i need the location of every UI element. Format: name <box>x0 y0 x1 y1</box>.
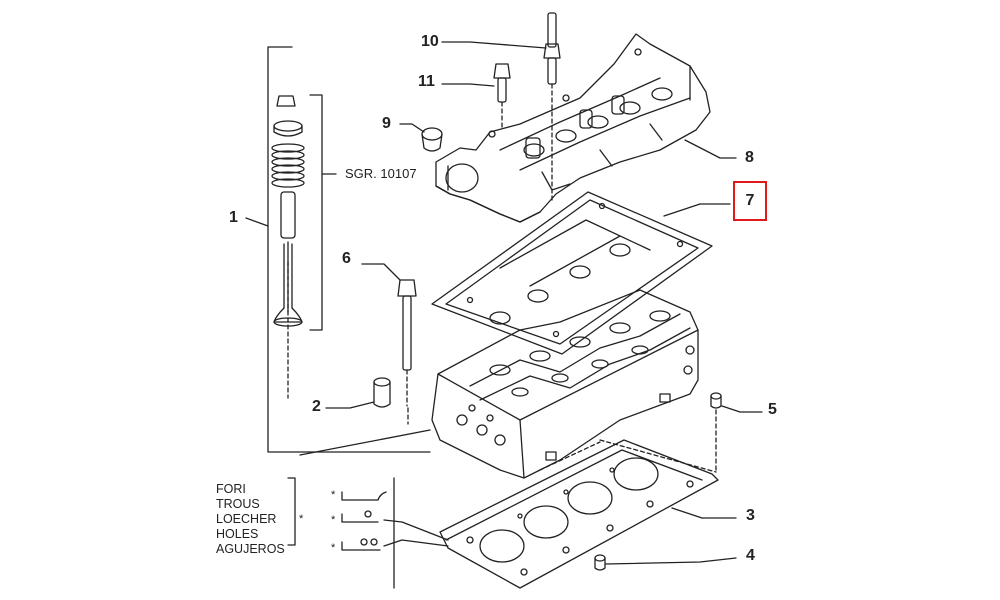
bolt-11 <box>441 63 511 131</box>
legend-word-es: AGUJEROS <box>216 542 285 556</box>
group-reference: SGR. 10107 <box>345 166 417 181</box>
callout-4[interactable]: 4 <box>746 547 755 564</box>
callout-11[interactable]: 11 <box>418 73 435 90</box>
bolt-6 <box>361 263 417 407</box>
holes-legend <box>287 477 449 589</box>
cylinder-head <box>299 289 699 479</box>
legend-marker-1: * <box>331 489 336 501</box>
group-1-bracket <box>245 46 431 453</box>
callout-10[interactable]: 10 <box>421 33 439 50</box>
stud-10 <box>441 12 561 201</box>
plug-9 <box>399 123 443 152</box>
dowel-2 <box>325 377 391 409</box>
callout-5[interactable]: 5 <box>768 401 777 418</box>
legend-word-it: FORI <box>216 482 246 496</box>
legend-word-fr: TROUS <box>216 497 260 511</box>
sleeve-5 <box>710 392 763 473</box>
legend-star: * <box>299 513 304 525</box>
valve-assembly <box>271 95 305 399</box>
legend-word-en: HOLES <box>216 527 259 541</box>
sgr-bracket <box>309 94 337 331</box>
callout-3[interactable]: 3 <box>746 507 755 524</box>
callout-8[interactable]: 8 <box>745 149 754 166</box>
head-gasket <box>439 439 737 589</box>
alignment-guides <box>539 439 717 473</box>
callout-9[interactable]: 9 <box>382 115 391 132</box>
legend-word-de: LOECHER <box>216 512 277 526</box>
camshaft-carrier <box>435 33 737 223</box>
callout-1[interactable]: 1 <box>229 209 238 226</box>
legend-marker-3: * <box>331 542 336 554</box>
callout-7-selected[interactable]: 7 <box>733 181 767 221</box>
cover-gasket <box>431 191 731 355</box>
callout-6[interactable]: 6 <box>342 250 351 267</box>
dowel-4 <box>594 554 737 571</box>
callout-2[interactable]: 2 <box>312 398 321 415</box>
holes-legend-text: FORI TROUS LOECHER HOLES AGUJEROS <box>216 482 285 557</box>
legend-marker-2: * <box>331 514 336 526</box>
